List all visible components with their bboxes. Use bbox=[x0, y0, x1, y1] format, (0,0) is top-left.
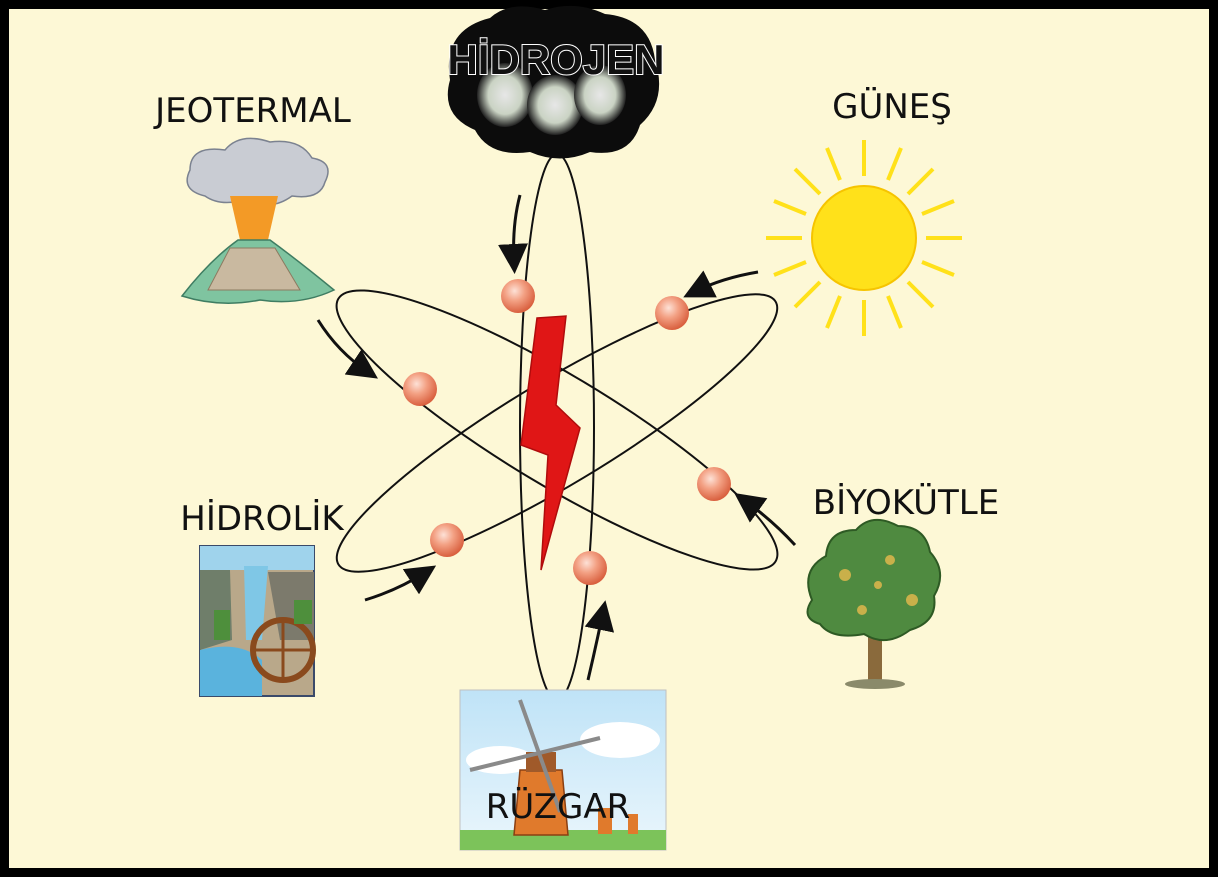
geothermal-group: JEOTERMAL bbox=[153, 91, 351, 303]
hydraulic-label: HİDROLİK bbox=[180, 499, 345, 539]
geothermal-label: JEOTERMAL bbox=[153, 91, 351, 131]
solar-label: GÜNEŞ bbox=[832, 86, 952, 127]
arrow-icon bbox=[694, 272, 758, 292]
volcano-icon bbox=[182, 138, 334, 303]
sun-icon bbox=[766, 140, 962, 336]
arrow-icon bbox=[514, 195, 520, 262]
arrow-icon bbox=[588, 612, 603, 680]
electron bbox=[655, 296, 689, 330]
hydraulic-group: HİDROLİK bbox=[180, 499, 345, 696]
lightning-icon bbox=[521, 316, 580, 570]
electron bbox=[573, 551, 607, 585]
arrow-icon bbox=[365, 572, 426, 600]
waterwheel-icon bbox=[200, 546, 314, 696]
hydrogen-label: HİDROJEN bbox=[447, 36, 664, 83]
wind-group: RÜZGAR bbox=[460, 690, 666, 850]
biomass-label: BİYOKÜTLE bbox=[813, 482, 1000, 523]
hydrogen-cloud: HİDROJEN bbox=[447, 6, 664, 159]
electron bbox=[697, 467, 731, 501]
wind-label: RÜZGAR bbox=[486, 786, 630, 827]
arrow-icon bbox=[318, 320, 368, 372]
solar-group: GÜNEŞ bbox=[766, 86, 962, 336]
electron bbox=[501, 279, 535, 313]
biomass-group: BİYOKÜTLE bbox=[808, 482, 1000, 689]
tree-icon bbox=[808, 520, 941, 689]
arrow-icon bbox=[744, 500, 795, 545]
electron bbox=[403, 372, 437, 406]
electron bbox=[430, 523, 464, 557]
